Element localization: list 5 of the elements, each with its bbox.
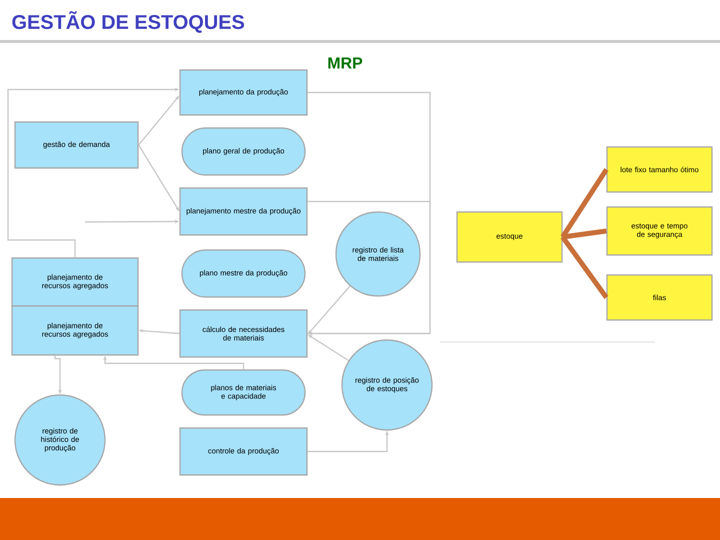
connector-line	[560, 168, 608, 238]
connector-line	[560, 236, 608, 299]
arrow	[308, 200, 431, 336]
title: GESTÃO DE ESTOQUES	[12, 11, 244, 33]
mrp-label: MRP	[328, 58, 362, 68]
